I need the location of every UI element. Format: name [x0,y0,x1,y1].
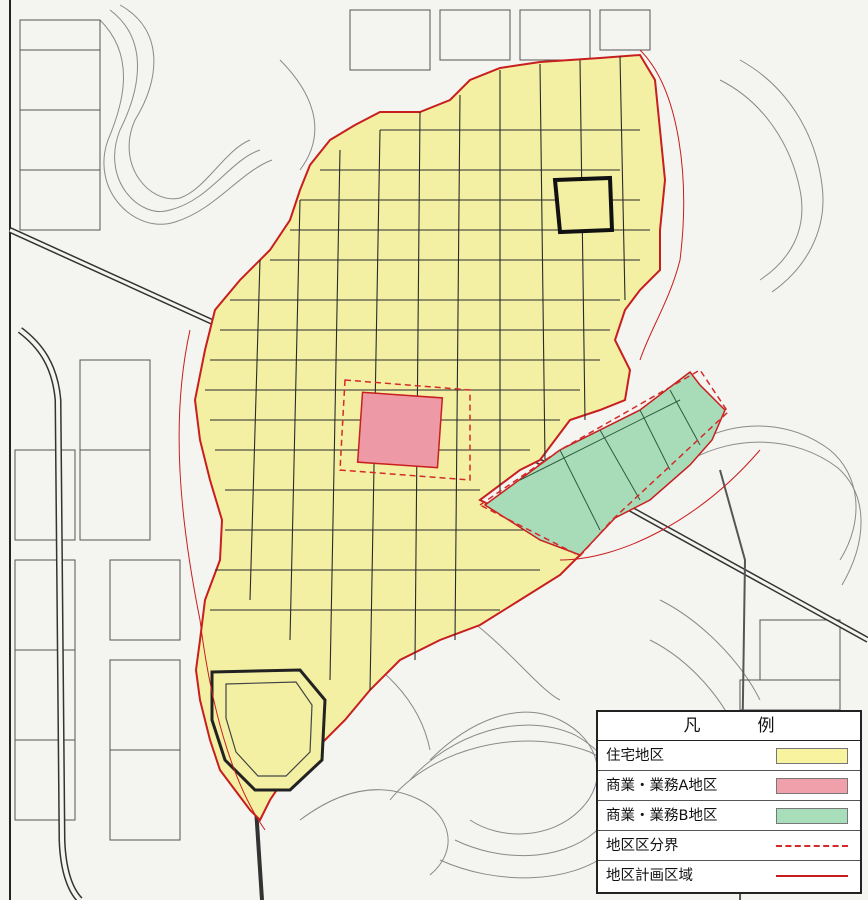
field-parcel [349,9,431,71]
legend-row-commercial-b: 商業・業務B地区 [598,801,860,831]
legend-label: 地区区分界 [606,838,679,854]
legend-swatch-commercial-a [776,778,848,794]
field-parcel [439,9,511,61]
contour-line [719,79,803,281]
commercial-b-block-grid [519,389,701,531]
plan-line [559,449,761,561]
street-line [519,399,681,481]
legend-swatch-residential [776,748,848,764]
street-line [289,199,301,641]
field-parcel [109,559,181,641]
field-parcel [109,749,181,841]
legend-title: 凡 例 [598,712,860,741]
legend-row-division-boundary: 地区区分界 [598,831,860,861]
street-line [559,449,601,531]
contour-line [469,619,561,701]
residential-block-grid [205,55,650,691]
legend-dashed-line [776,845,848,847]
contour-line [659,599,761,701]
map-legend: 凡 例 住宅地区 商業・業務A地区 商業・業務B地区 地区区分界 地区計画区域 [596,710,862,894]
street-line [619,55,626,301]
contour-line [279,59,316,171]
pond-park-inner [225,681,313,777]
district-division-lines [339,369,729,557]
field-parcel [14,449,76,541]
legend-label: 地区計画区域 [606,868,693,884]
field-parcel [19,169,101,231]
street-line [599,429,641,501]
field-parcel [599,9,651,51]
contour-line [689,441,862,586]
plan-line [178,329,266,831]
legend-label: 住宅地区 [606,748,664,764]
division-boundary [478,369,729,557]
contour-line [429,711,598,835]
contour-line [739,59,824,293]
field-parcel [79,449,151,541]
contour-line [109,9,261,212]
street-line [539,63,546,461]
legend-row-residential: 住宅地区 [598,741,860,771]
legend-solid-line [776,875,848,877]
street-line [579,59,586,421]
street-line [329,149,341,681]
terrain-contours [99,4,862,879]
contour-line [699,425,857,561]
plan-area-outer-lines [178,49,761,831]
legend-label: 商業・業務A地区 [606,778,718,794]
street-line [669,389,701,446]
main-road-left-inner [18,328,82,900]
division-boundary [339,379,471,481]
legend-row-commercial-a: 商業・業務A地区 [598,771,860,801]
street-line [639,409,671,471]
contour-line [99,19,273,225]
street-line [249,259,261,601]
school-block [552,175,615,235]
field-parcel [14,739,76,821]
contour-line [299,789,449,876]
plan-line [639,49,685,361]
field-parcels [14,9,841,841]
contour-line [119,4,251,200]
legend-label: 商業・業務B地区 [606,808,718,824]
street-line [454,94,461,641]
commercial-a-district [356,391,444,469]
legend-row-plan-area: 地区計画区域 [598,861,860,891]
legend-swatch-commercial-b [776,808,848,824]
